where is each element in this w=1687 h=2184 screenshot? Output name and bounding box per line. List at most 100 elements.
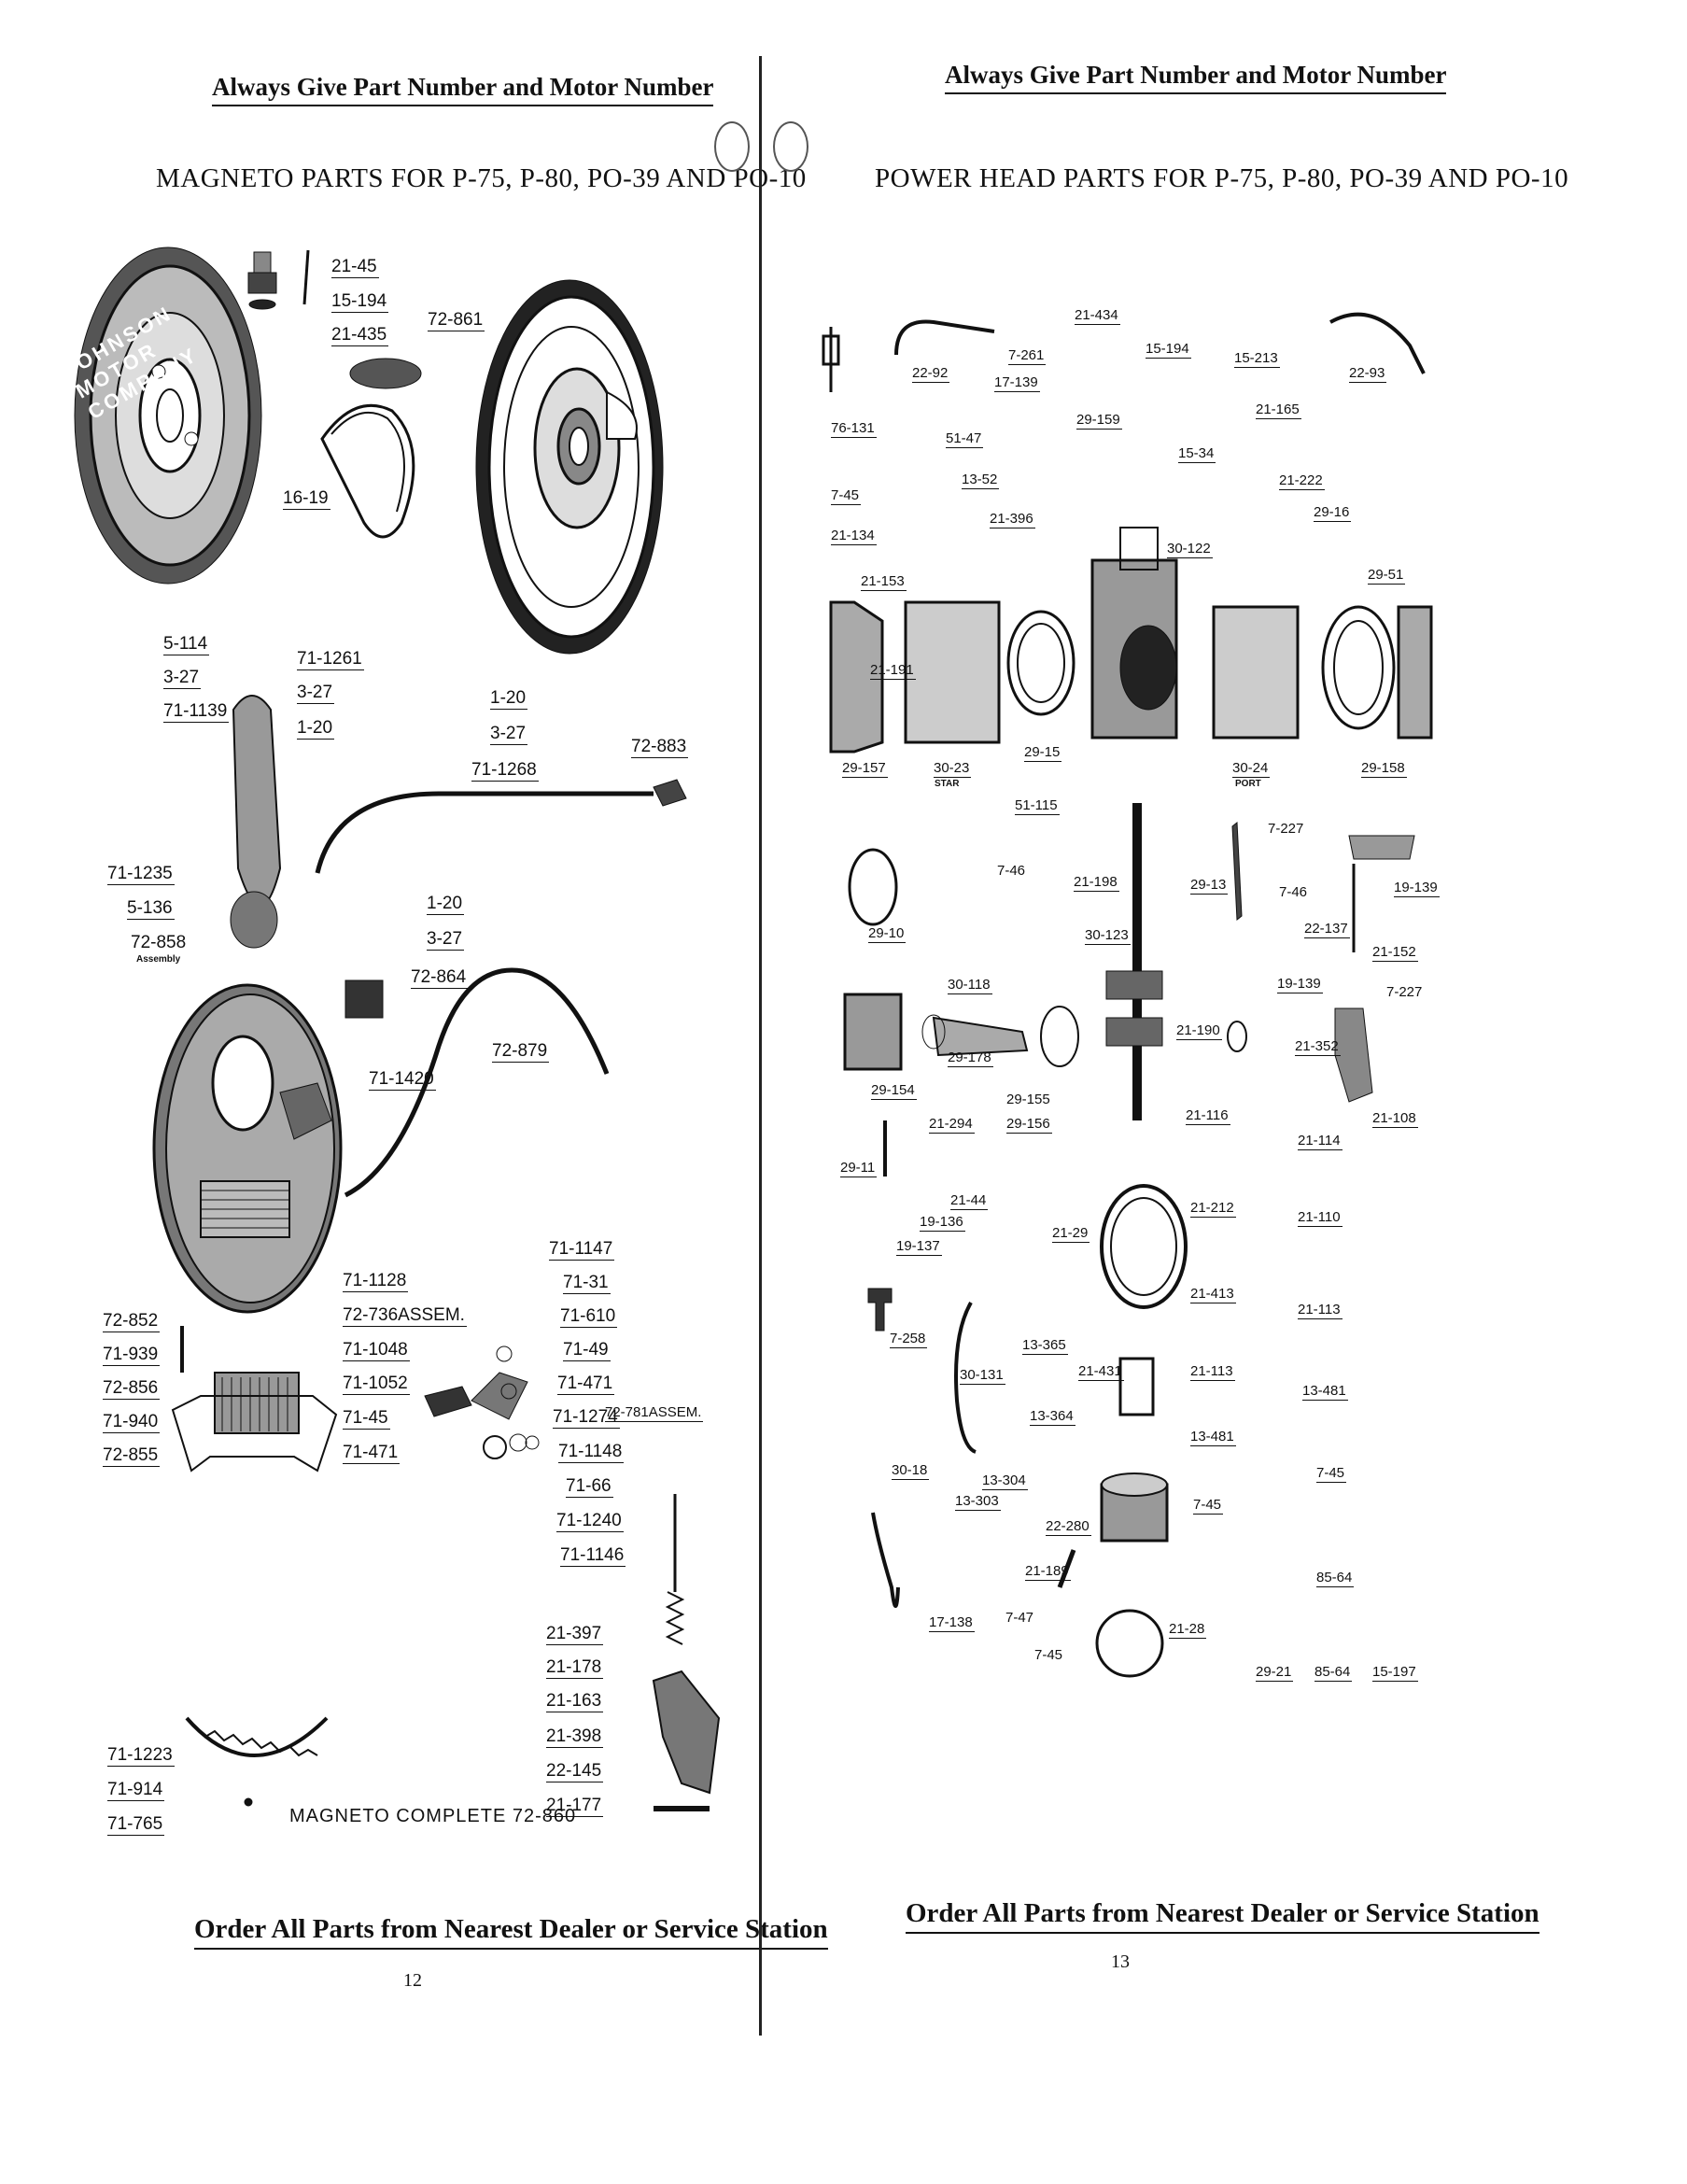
left-page-number: 12 [403,1970,422,1991]
label-71-31: 71-31 [563,1273,611,1294]
label-71-765: 71-765 [107,1814,165,1836]
label-30-18: 30-18 [892,1462,930,1480]
label-85-64b: 85-64 [1314,1664,1353,1682]
label-21-212: 21-212 [1190,1200,1236,1218]
label-71-610: 71-610 [560,1306,618,1328]
right-header: Always Give Part Number and Motor Number [945,61,1447,94]
book-spine [759,56,762,2036]
label-15-194: 15-194 [1146,341,1191,359]
label-29-156: 29-156 [1006,1116,1052,1134]
label-13-481b: 13-481 [1190,1429,1236,1446]
label-71-1235: 71-1235 [107,864,175,885]
right-page: Always Give Part Number and Motor Number… [761,0,1687,2184]
label-1-20c: 1-20 [427,894,465,915]
label-19-139a: 19-139 [1394,880,1440,897]
label-17-138: 17-138 [929,1614,975,1632]
label-7-258: 7-258 [890,1331,928,1348]
label-21-397: 21-397 [546,1624,604,1645]
label-71-45: 71-45 [343,1408,390,1430]
label-71-1048: 71-1048 [343,1340,410,1361]
port-side-note: PORT [1235,779,1261,789]
label-21-434: 21-434 [1075,307,1120,325]
binding-hole-right [773,121,808,172]
label-21-413: 21-413 [1190,1286,1236,1303]
label-21-113a: 21-113 [1298,1302,1343,1319]
label-21-398: 21-398 [546,1726,604,1748]
label-72-861: 72-861 [428,310,485,331]
label-72-852: 72-852 [103,1311,161,1332]
label-21-113b: 21-113 [1190,1363,1235,1381]
label-7-47: 7-47 [1005,1610,1034,1626]
label-7-227b: 7-227 [1386,984,1423,1000]
magneto-plate-illustration [152,695,687,1314]
breaker-points-illustration [424,1346,540,1459]
label-16-19: 16-19 [283,488,330,510]
label-71-914: 71-914 [107,1780,165,1801]
label-29-51: 29-51 [1368,567,1406,585]
binding-hole-left [714,121,750,172]
label-71-1240: 71-1240 [556,1511,624,1532]
label-71-1139: 71-1139 [163,701,230,723]
label-7-46a: 7-46 [997,863,1026,879]
label-71-1147: 71-1147 [549,1239,615,1261]
label-22-93: 22-93 [1349,365,1387,383]
label-21-44: 21-44 [950,1192,989,1210]
label-71-1128: 71-1128 [343,1271,409,1292]
label-51-47: 51-47 [946,430,984,448]
label-3-27d: 3-27 [427,929,465,951]
label-71-1146: 71-1146 [560,1545,626,1567]
right-page-number: 13 [1111,1952,1130,1972]
label-30-131: 30-131 [960,1367,1005,1385]
label-17-139: 17-139 [994,374,1040,392]
label-13-364: 13-364 [1030,1408,1075,1426]
label-21-108: 21-108 [1372,1110,1418,1128]
label-29-178: 29-178 [948,1050,993,1067]
label-5-114: 5-114 [163,634,210,655]
label-13-481a: 13-481 [1302,1383,1348,1401]
label-29-155: 29-155 [1006,1092,1050,1107]
flywheel-front-illustration [74,247,262,585]
label-72-855: 72-855 [103,1445,161,1467]
label-30-123: 30-123 [1085,927,1131,945]
label-71-1261: 71-1261 [297,649,364,670]
label-21-116: 21-116 [1186,1107,1230,1125]
label-29-11: 29-11 [840,1160,878,1177]
label-21-110: 21-110 [1298,1209,1343,1227]
label-15-213: 15-213 [1234,350,1280,368]
label-71-940: 71-940 [103,1412,161,1433]
label-29-16: 29-16 [1314,504,1352,522]
label-30-23: 30-23 [934,760,972,778]
label-21-165: 21-165 [1256,402,1301,419]
label-30-122: 30-122 [1167,541,1213,558]
flywheel-brand-text: JOHNSON MOTOR COMPANY [59,301,203,425]
label-13-303: 13-303 [955,1493,1001,1511]
label-22-137: 22-137 [1304,921,1350,938]
label-72-864: 72-864 [411,967,469,989]
label-21-198: 21-198 [1074,874,1119,892]
label-21-45: 21-45 [331,257,379,278]
label-21-153: 21-153 [861,573,907,591]
label-21-294: 21-294 [929,1116,975,1134]
flywheel-rear-illustration [475,279,664,655]
left-page: Always Give Part Number and Motor Number… [0,0,828,2184]
label-21-431: 21-431 [1078,1363,1124,1381]
label-21-396: 21-396 [990,511,1035,528]
right-footer: Order All Parts from Nearest Dealer or S… [906,1898,1539,1934]
left-header: Always Give Part Number and Motor Number [212,73,714,106]
label-7-227a: 7-227 [1268,821,1304,837]
label-29-159: 29-159 [1076,412,1122,430]
label-19-136: 19-136 [920,1214,965,1232]
label-13-365: 13-365 [1022,1337,1068,1355]
label-29-157: 29-157 [842,760,888,778]
label-1-20a: 1-20 [297,718,335,740]
label-29-13: 29-13 [1190,877,1229,895]
label-5-136: 5-136 [127,898,175,920]
cylinders-crankcase-illustration [829,527,1433,754]
label-13-304: 13-304 [982,1472,1028,1490]
left-page-title: MAGNETO PARTS FOR P-75, P-80, PO-39 AND … [156,163,807,193]
label-15-34: 15-34 [1178,445,1216,463]
label-1-20b: 1-20 [490,688,528,710]
label-21-352: 21-352 [1295,1038,1341,1056]
label-71-939: 71-939 [103,1345,161,1366]
label-13-52: 13-52 [962,472,1000,489]
